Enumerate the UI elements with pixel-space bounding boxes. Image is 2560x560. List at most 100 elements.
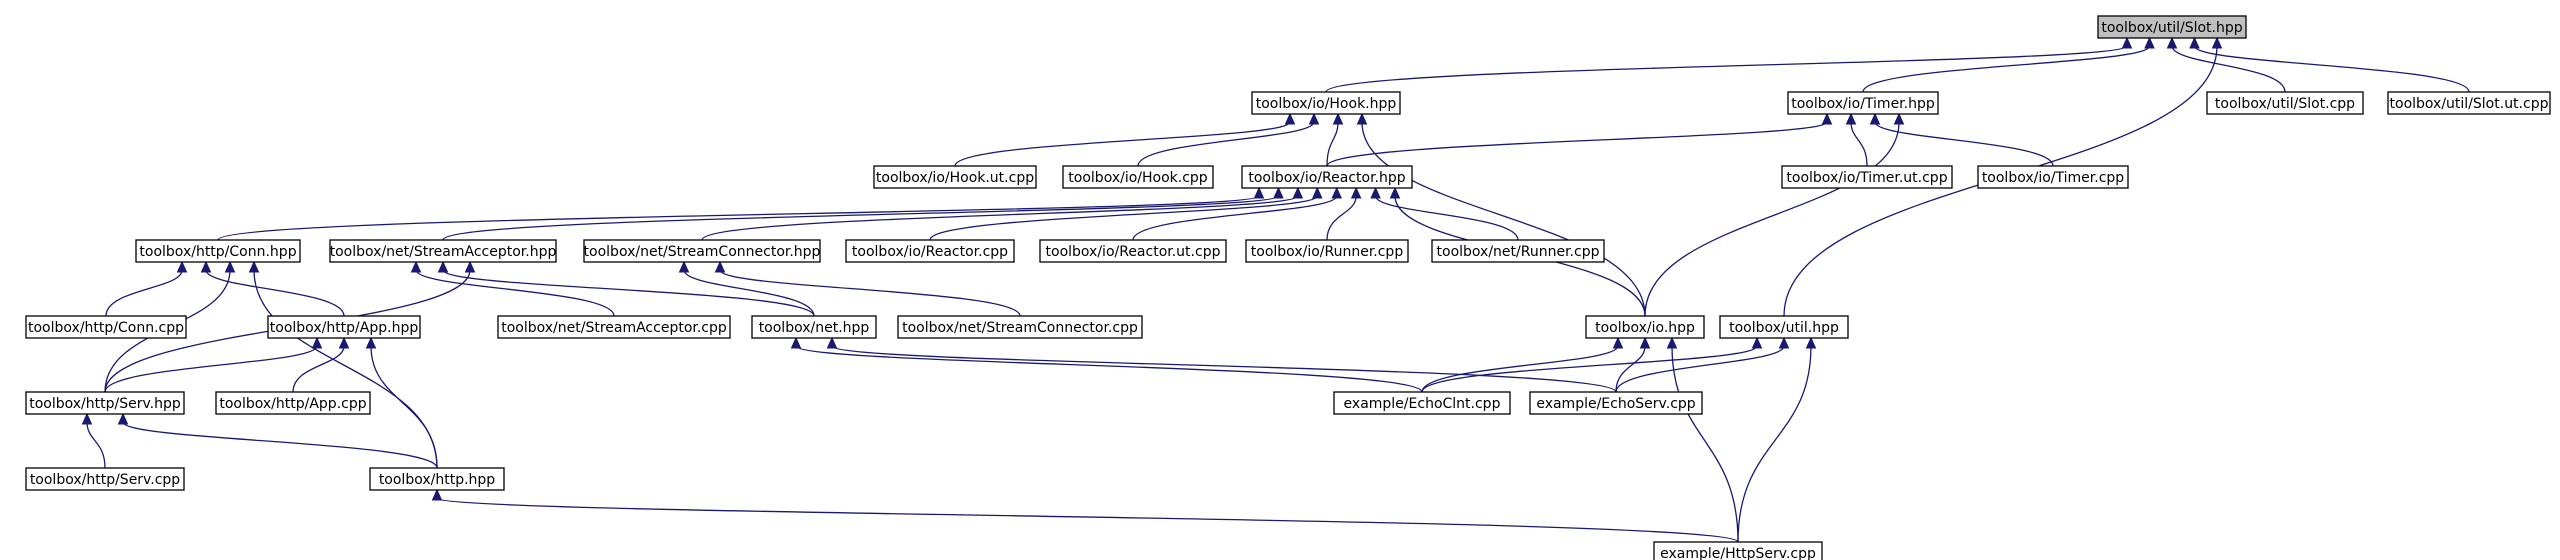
edge-line xyxy=(253,269,438,469)
node-hook-hpp[interactable]: toolbox/io/Hook.hpp xyxy=(1251,91,1401,115)
node-label: toolbox/io/Timer.ut.cpp xyxy=(1786,170,1947,186)
edge-line xyxy=(105,269,183,317)
node-box xyxy=(1787,91,1939,115)
node-httpserv-cpp[interactable]: example/HttpServ.cpp xyxy=(1653,541,1823,560)
edge-io-hpp-to-timer-hpp xyxy=(1644,112,1905,317)
arrowhead xyxy=(1666,336,1678,349)
arrowhead xyxy=(2189,36,2200,49)
arrowhead xyxy=(714,260,726,273)
node-box xyxy=(25,391,185,415)
arrowhead xyxy=(1612,336,1624,349)
node-reactor-cpp[interactable]: toolbox/io/Reactor.cpp xyxy=(845,239,1015,263)
node-echoserv-cpp[interactable]: example/EchoServ.cpp xyxy=(1529,391,1703,415)
arrowhead xyxy=(1273,186,1284,199)
edge-slot-cpp-to-slot-hpp xyxy=(2166,36,2286,93)
node-acceptor-cpp[interactable]: toolbox/net/StreamAcceptor.cpp xyxy=(497,315,731,339)
node-label: toolbox/io.hpp xyxy=(1595,320,1695,336)
edge-line xyxy=(1137,121,1315,167)
node-label: toolbox/net/StreamConnector.cpp xyxy=(902,320,1138,336)
arrowhead xyxy=(464,260,476,273)
arrowhead xyxy=(678,260,690,273)
edge-io-hpp-to-hook-hpp xyxy=(1356,112,1646,317)
edge-line xyxy=(1326,195,1357,241)
node-serv-hpp[interactable]: toolbox/http/Serv.hpp xyxy=(25,391,185,415)
edge-line xyxy=(217,195,1260,241)
node-timer-hpp[interactable]: toolbox/io/Timer.hpp xyxy=(1787,91,1939,115)
node-label: toolbox/io/Hook.hpp xyxy=(1256,96,1397,112)
node-util-hpp[interactable]: toolbox/util.hpp xyxy=(1719,315,1849,339)
arrowhead xyxy=(248,260,260,273)
node-label: example/EchoServ.cpp xyxy=(1536,396,1695,412)
arrowhead xyxy=(224,260,236,273)
node-reactor-hpp[interactable]: toolbox/io/Reactor.hpp xyxy=(1241,165,1413,189)
edge-line xyxy=(1361,121,1646,317)
node-reactor-ut-cpp[interactable]: toolbox/io/Reactor.ut.cpp xyxy=(1039,239,1227,263)
node-conn-hpp[interactable]: toolbox/http/Conn.hpp xyxy=(135,239,301,263)
edge-line xyxy=(719,269,1021,317)
node-label: toolbox/io/Hook.cpp xyxy=(1068,170,1208,186)
node-label: toolbox/http/Conn.cpp xyxy=(28,320,184,336)
edge-line xyxy=(292,345,345,393)
edge-line xyxy=(701,195,1299,241)
node-hook-cpp[interactable]: toolbox/io/Hook.cpp xyxy=(1062,165,1214,189)
edge-serv-cpp-to-serv-hpp xyxy=(81,412,106,469)
edge-http-hpp-to-app-hpp xyxy=(365,336,438,469)
edge-httpserv-cpp-to-io-hpp xyxy=(1666,336,1739,543)
node-label: toolbox/http/Conn.hpp xyxy=(139,244,296,260)
node-label: toolbox/http/App.cpp xyxy=(219,396,366,412)
arrowhead xyxy=(1639,336,1651,349)
node-timer-cpp[interactable]: toolbox/io/Timer.cpp xyxy=(1977,165,2129,189)
node-net-hpp[interactable]: toolbox/net.hpp xyxy=(751,315,877,339)
edge-line xyxy=(954,121,1291,167)
node-slot-cpp[interactable]: toolbox/util/Slot.cpp xyxy=(2206,91,2364,115)
edge-reactor-ut-cpp-to-reactor-hpp xyxy=(1132,186,1342,241)
node-label: toolbox/io/Hook.ut.cpp xyxy=(876,170,1034,186)
node-label: toolbox/net/StreamConnector.hpp xyxy=(584,244,821,260)
edge-conn-cpp-to-conn-hpp xyxy=(105,260,188,317)
node-hook-ut-cpp[interactable]: toolbox/io/Hook.ut.cpp xyxy=(873,165,1037,189)
edge-line xyxy=(2193,45,2470,93)
edge-reactor-hpp-to-hook-hpp xyxy=(1326,112,1344,167)
node-box xyxy=(1977,165,2129,189)
edge-line xyxy=(442,269,815,317)
node-connector-cpp[interactable]: toolbox/net/StreamConnector.cpp xyxy=(897,315,1143,339)
arrowhead xyxy=(365,336,377,349)
edge-line xyxy=(795,345,1423,393)
edge-connector-hpp-to-reactor-hpp xyxy=(701,186,1304,241)
edge-line xyxy=(1615,345,1646,393)
edge-line xyxy=(929,195,1318,241)
node-slot-ut-cpp[interactable]: toolbox/util/Slot.ut.cpp xyxy=(2387,91,2551,115)
node-echoclnt-cpp[interactable]: example/EchoClnt.cpp xyxy=(1333,391,1511,415)
node-conn-cpp[interactable]: toolbox/http/Conn.cpp xyxy=(25,315,187,339)
node-net-runner-cpp[interactable]: toolbox/net/Runner.cpp xyxy=(1431,239,1605,263)
edge-line xyxy=(104,345,318,393)
node-serv-cpp[interactable]: toolbox/http/Serv.cpp xyxy=(25,467,185,491)
node-io-hpp[interactable]: toolbox/io.hpp xyxy=(1585,315,1705,339)
node-timer-ut-cpp[interactable]: toolbox/io/Timer.ut.cpp xyxy=(1781,165,1953,189)
edge-io-runner-cpp-to-reactor-hpp xyxy=(1326,186,1362,241)
arrowhead xyxy=(311,336,323,349)
node-label: toolbox/io/Reactor.ut.cpp xyxy=(1046,244,1221,260)
node-io-runner-cpp[interactable]: toolbox/io/Runner.cpp xyxy=(1245,239,1409,263)
node-label: toolbox/net/Runner.cpp xyxy=(1437,244,1600,260)
node-app-cpp[interactable]: toolbox/http/App.cpp xyxy=(215,391,371,415)
node-label: toolbox/io/Timer.cpp xyxy=(1982,170,2124,186)
node-connector-hpp[interactable]: toolbox/net/StreamConnector.hpp xyxy=(583,239,821,263)
edge-reactor-hpp-to-timer-hpp xyxy=(1326,112,1833,167)
arrowhead xyxy=(1350,186,1362,199)
edge-http-hpp-to-serv-hpp xyxy=(117,412,438,469)
edge-line xyxy=(205,269,345,317)
nodes-layer: toolbox/util/Slot.hpp toolbox/io/Hook.hpp… xyxy=(25,15,2551,560)
node-label: toolbox/util/Slot.ut.cpp xyxy=(2390,96,2549,112)
node-app-hpp[interactable]: toolbox/http/App.hpp xyxy=(267,315,421,339)
edge-line xyxy=(1850,121,1868,167)
node-label: toolbox/http/App.hpp xyxy=(270,320,419,336)
edge-app-hpp-to-conn-hpp xyxy=(200,260,345,317)
edge-hook-hpp-to-slot-hpp xyxy=(1325,36,2133,93)
edge-line xyxy=(683,269,815,317)
node-http-hpp[interactable]: toolbox/http.hpp xyxy=(369,467,505,491)
node-slot-hpp[interactable]: toolbox/util/Slot.hpp xyxy=(2097,15,2247,39)
node-acceptor-hpp[interactable]: toolbox/net/StreamAcceptor.hpp xyxy=(329,239,557,263)
node-box xyxy=(2097,15,2247,39)
node-label: example/HttpServ.cpp xyxy=(1660,546,1816,560)
